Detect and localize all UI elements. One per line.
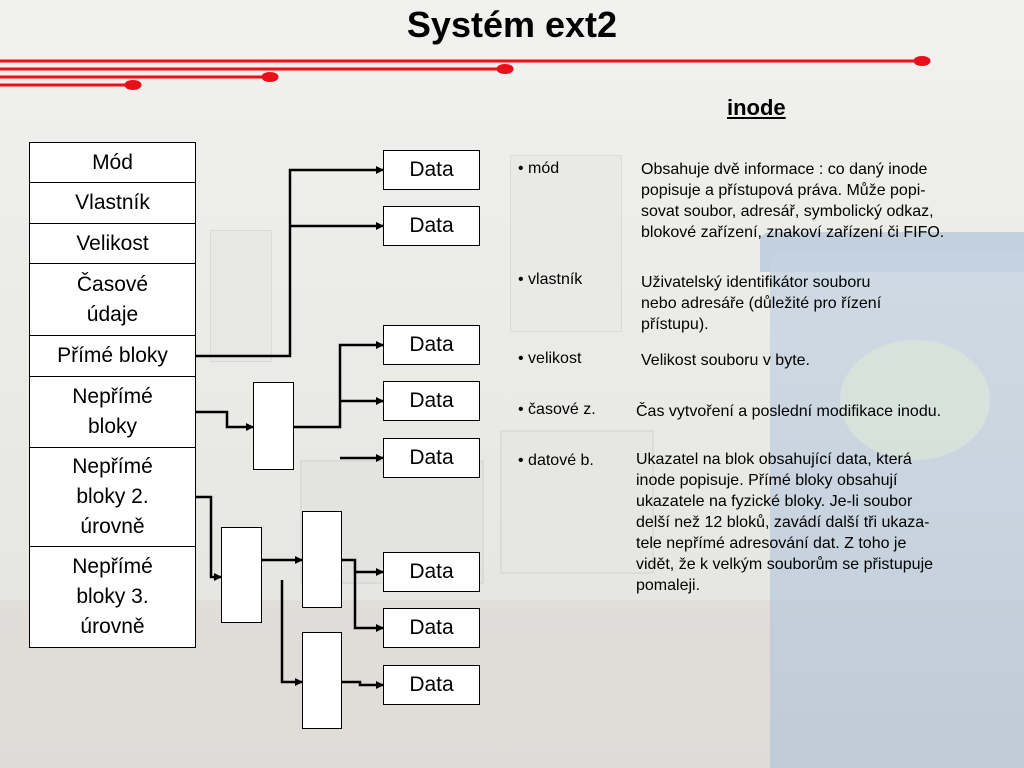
inode-field-timestamps: Časové údaje [29, 263, 196, 336]
attribute-desc-owner: Uživatelský identifikátor souboru nebo a… [641, 274, 882, 333]
inode-field-indirect-blocks: Nepřímé bloky [29, 376, 196, 448]
data-block: Data [383, 325, 480, 365]
data-block: Data [383, 665, 480, 705]
second-level-pointer-block [302, 632, 342, 729]
attribute-desc-data-blocks: Ukazatel na blok obsahující data, která … [636, 451, 934, 594]
second-level-pointer-block [302, 511, 342, 608]
inode-field-size: Velikost [29, 223, 196, 264]
attribute-desc-mode: Obsahuje dvě informace : co daný inode p… [641, 161, 945, 241]
data-block: Data [383, 381, 480, 421]
data-block: Data [383, 150, 480, 190]
attribute-name-owner: • vlastník [518, 271, 583, 288]
inode-field-mode: Mód [29, 142, 196, 183]
title-decoration-lines [0, 56, 931, 90]
attribute-name-data-blocks: • datové b. [518, 452, 594, 469]
inode-field-direct-blocks: Přímé bloky [29, 335, 196, 377]
background-recycling-logo [840, 340, 990, 460]
attribute-name-mode: • mód [518, 160, 560, 177]
slide-title: Systém ext2 [406, 4, 618, 45]
data-block: Data [383, 438, 480, 478]
inode-field-triple-indirect-blocks: Nepřímé bloky 3. úrovně [29, 546, 196, 648]
background-recycling-bin [770, 250, 1024, 768]
data-block: Data [383, 206, 480, 246]
background-computer-case-small [210, 230, 272, 362]
inode-field-double-indirect-blocks: Nepřímé bloky 2. úrovně [29, 447, 196, 547]
attribute-desc-size: Velikost souboru v byte. [641, 352, 810, 369]
attribute-desc-timestamps: Čas vytvoření a poslední modifikace inod… [636, 403, 942, 420]
double-indirect-pointer-block [221, 527, 262, 623]
background-computer-case [510, 155, 622, 332]
data-block: Data [383, 608, 480, 648]
attribute-name-size: • velikost [518, 350, 582, 367]
inode-heading: inode [727, 95, 786, 120]
indirect-pointer-block [253, 382, 294, 470]
attribute-name-timestamps: • časové z. [518, 401, 596, 418]
data-block: Data [383, 552, 480, 592]
background-monitor-right [500, 430, 654, 574]
